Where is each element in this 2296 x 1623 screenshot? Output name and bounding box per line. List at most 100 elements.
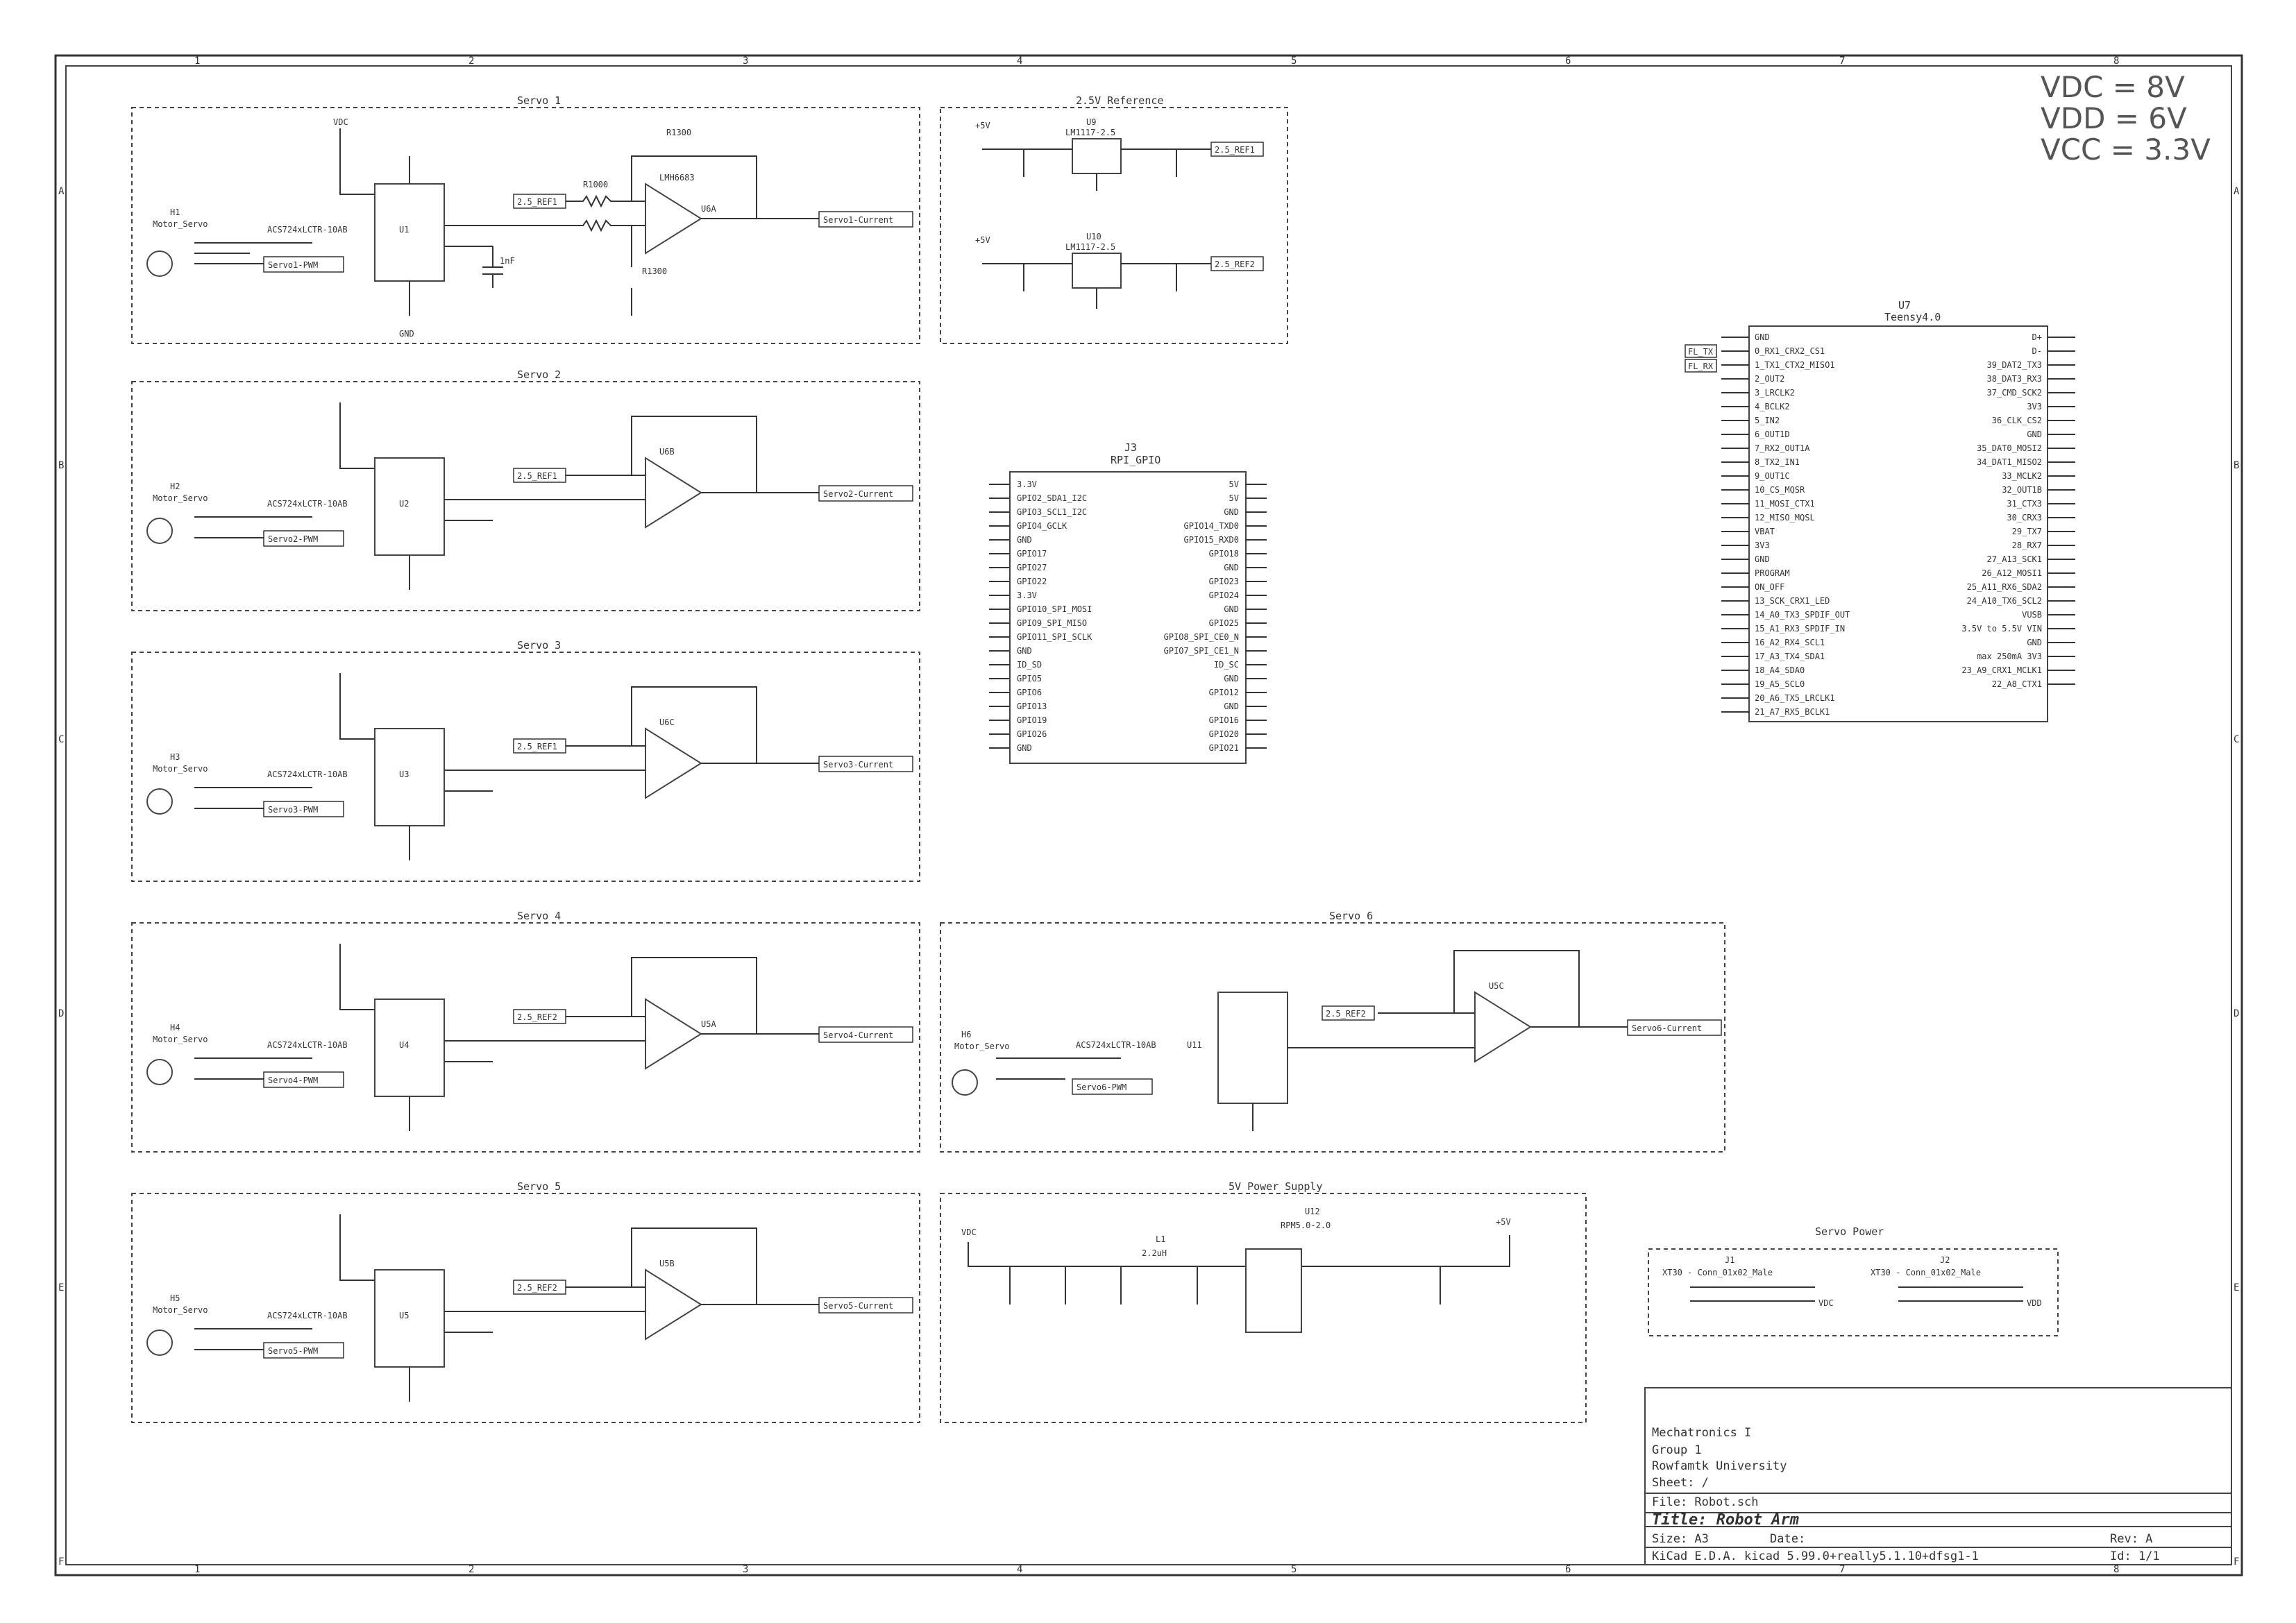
row-label: E	[58, 1282, 64, 1293]
servo2-section: Servo 2 H2 Motor_Servo U2 ACS724xLCTR-10…	[131, 368, 920, 611]
gpio-right-pins: 5V5VGNDGPIO14_TXD0GPIO15_RXD0GPIO18GNDGP…	[1164, 479, 1267, 753]
teensy-pin-label: GND	[1755, 554, 1770, 564]
gpio-pin-label: GPIO11_SPI_SCLK	[1017, 632, 1092, 642]
u10-ref: U10	[1086, 232, 1101, 241]
teensy-pin-label: ON_OFF	[1755, 582, 1784, 592]
gnd-label: GND	[399, 329, 414, 339]
ref-p5v-2: +5V	[975, 235, 990, 245]
gpio-pin-label: GPIO24	[1209, 590, 1239, 600]
gpio-pin-label: GND	[1224, 674, 1239, 683]
column-label: 4	[1017, 1564, 1022, 1575]
svg-text:2.5_REF1: 2.5_REF1	[517, 197, 557, 207]
gpio-title: RPI_GPIO	[1111, 454, 1160, 466]
sensor-ref: U11	[1187, 1040, 1202, 1050]
current-net-label: Servo4-Current	[818, 1026, 913, 1043]
teensy-pin-label: 21_A7_RX5_BCLK1	[1755, 707, 1830, 717]
column-label: 8	[2113, 1564, 2119, 1575]
section-frame	[131, 1193, 920, 1423]
sensor-vdc: VDC	[333, 117, 348, 127]
current-sensor	[374, 457, 445, 556]
tb-title: Title: Robot Arm	[1652, 1511, 1799, 1529]
opamp-ref: U5C	[1489, 981, 1504, 991]
teensy-pin-label: 35_DAT0_MOSI2	[1977, 443, 2042, 453]
tb-file: File: Robot.sch	[1652, 1495, 1759, 1509]
conn-value: Motor_Servo	[153, 219, 208, 229]
svg-text:2.5_REF1: 2.5_REF1	[517, 742, 557, 751]
teensy-right-pins: D+D-39_DAT2_TX338_DAT3_RX337_CMD_SCK23V3…	[1961, 332, 2075, 689]
teensy-pin-label: 13_SCK_CRX1_LED	[1755, 596, 1830, 606]
teensy-pin-label: 2_OUT2	[1755, 374, 1784, 384]
sensor-part: ACS724xLCTR-10AB	[267, 1040, 348, 1050]
opamp-ref: U6A	[701, 204, 716, 214]
row-label: C	[2234, 734, 2239, 745]
gpio-pin-label: GPIO25	[1209, 618, 1239, 628]
j1-out: VDC	[1818, 1298, 1834, 1308]
teensy-section: U7 Teensy4.0 GND0_RX1_CRX2_CS11_TX1_CTX2…	[1685, 299, 2075, 722]
section-title: 5V Power Supply	[1229, 1180, 1322, 1193]
opamp-ref: U6B	[659, 447, 675, 457]
sensor-part: ACS724xLCTR-10AB	[267, 225, 348, 235]
teensy-pin-label: 19_A5_SCL0	[1755, 679, 1805, 689]
opamp-ref: U5A	[701, 1019, 716, 1029]
teensy-pin-label: 36_CLK_CS2	[1992, 416, 2042, 425]
servo-power-section: Servo Power J1 XT30 - Conn_01x02_Male J2…	[1648, 1225, 2059, 1336]
section-title: 2.5V Reference	[1076, 94, 1163, 107]
column-label: 8	[2113, 56, 2119, 67]
sensor-ref: U5	[399, 1311, 409, 1320]
current-net-label: Servo6-Current	[1627, 1019, 1722, 1036]
opamp-ref: U5B	[659, 1259, 675, 1268]
fl-tx-label: FL_TX	[1685, 344, 1717, 358]
opamp	[645, 182, 702, 255]
teensy-body	[1748, 325, 2048, 722]
column-label: 2	[469, 56, 474, 67]
current-sensor	[374, 728, 445, 826]
teensy-pin-label: 9_OUT1C	[1755, 471, 1790, 481]
gpio-pin-label: 5V	[1229, 493, 1239, 503]
tb-tool: KiCad E.D.A. kicad 5.99.0+really5.1.10+d…	[1652, 1549, 1979, 1563]
column-label: 4	[1017, 56, 1022, 67]
svg-text:Servo5-PWM: Servo5-PWM	[268, 1346, 318, 1356]
note-vdc: VDC = 8V	[2041, 70, 2185, 104]
current-net-label: Servo2-Current	[818, 485, 913, 502]
conn-value: Motor_Servo	[153, 1035, 208, 1044]
servo1-section: Servo 1 H1 Motor_Servo U1 ACS724xLCTR-10…	[131, 94, 920, 344]
opamp	[645, 727, 702, 799]
teensy-pin-label: 34_DAT1_MISO2	[1977, 457, 2042, 467]
gpio-pin-label: GPIO23	[1209, 577, 1239, 586]
gpio-pin-label: GPIO4_GCLK	[1017, 521, 1067, 531]
current-net-label: Servo5-Current	[818, 1297, 913, 1314]
svg-text:FL_TX: FL_TX	[1688, 347, 1714, 357]
tb-date: Date:	[1770, 1532, 1805, 1546]
current-net-label: Servo3-Current	[818, 756, 913, 772]
note-vdd: VDD = 6V	[2041, 101, 2187, 135]
conn-value: Motor_Servo	[153, 493, 208, 503]
tb-university: Rowfamtk University	[1652, 1459, 1787, 1473]
row-label: E	[2234, 1282, 2239, 1293]
pwm-net-label: Servo4-PWM	[263, 1071, 344, 1088]
gpio-left-pins: 3.3VGPIO2_SDA1_I2CGPIO3_SCL1_I2CGPIO4_GC…	[989, 479, 1092, 753]
pwm-net-label: Servo2-PWM	[263, 530, 344, 547]
svg-text:Servo2-Current: Servo2-Current	[823, 489, 893, 499]
teensy-pin-label: 24_A10_TX6_SCL2	[1967, 596, 2042, 606]
conn-value: Motor_Servo	[954, 1042, 1009, 1051]
row-label: B	[2234, 460, 2239, 471]
conn-value: Motor_Servo	[153, 1305, 208, 1315]
svg-text:Servo4-Current: Servo4-Current	[823, 1030, 893, 1040]
svg-text:2.5_REF2: 2.5_REF2	[517, 1283, 557, 1293]
row-label: A	[2234, 186, 2240, 197]
teensy-pin-label: PROGRAM	[1755, 568, 1790, 578]
teensy-pin-label: GND	[2027, 430, 2042, 439]
pd-res-value: R1300	[642, 266, 667, 276]
ref2-net-label: 2.5_REF2	[1210, 256, 1264, 271]
u10-part: LM1117-2.5	[1065, 242, 1115, 252]
gpio-pin-label: 3.3V	[1017, 590, 1037, 600]
servo6-section: Servo 6 H6 Motor_Servo U11 ACS724xLCTR-1…	[940, 910, 1725, 1153]
teensy-pin-label: 1_TX1_CTX2_MISO1	[1755, 360, 1835, 370]
pwm-net-label: Servo3-PWM	[263, 801, 344, 817]
j2-part: XT30 - Conn_01x02_Male	[1871, 1268, 1981, 1277]
teensy-pin-label: 30_CRX3	[2007, 513, 2042, 522]
sensor-part: ACS724xLCTR-10AB	[267, 770, 348, 779]
row-label: A	[58, 186, 65, 197]
